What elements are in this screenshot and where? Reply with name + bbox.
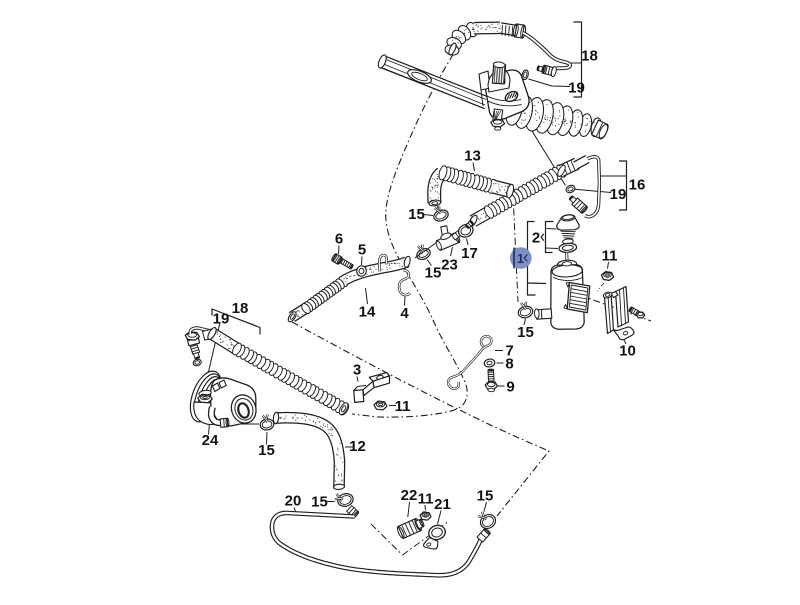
svg-text:5: 5 [358,242,366,259]
svg-text:13: 13 [464,148,481,165]
svg-text:18: 18 [232,300,249,317]
svg-text:4: 4 [400,305,409,322]
svg-text:3: 3 [353,362,361,379]
svg-text:15: 15 [408,206,425,223]
svg-text:20: 20 [285,493,302,510]
svg-text:19: 19 [213,311,230,328]
svg-text:15: 15 [425,265,442,282]
svg-text:24: 24 [202,432,219,449]
svg-text:11: 11 [602,248,618,265]
svg-text:17: 17 [461,245,478,262]
svg-text:8: 8 [505,356,513,373]
svg-text:22: 22 [401,487,418,504]
svg-text:15: 15 [311,494,328,511]
svg-text:14: 14 [359,304,376,321]
svg-text:21: 21 [434,496,451,513]
svg-text:6: 6 [335,231,343,248]
svg-text:15: 15 [477,488,494,505]
svg-text:11: 11 [418,491,434,508]
svg-text:19: 19 [568,80,585,97]
svg-text:23: 23 [441,257,458,274]
svg-text:10: 10 [619,343,636,360]
svg-text:18: 18 [581,48,598,65]
svg-text:11: 11 [395,398,411,415]
svg-text:1: 1 [517,251,524,266]
svg-text:2: 2 [532,230,540,247]
svg-text:9: 9 [506,379,514,396]
svg-text:16: 16 [629,177,646,194]
svg-text:19: 19 [610,186,627,203]
svg-text:15: 15 [517,324,534,341]
svg-text:12: 12 [349,438,366,455]
svg-text:15: 15 [258,442,275,459]
